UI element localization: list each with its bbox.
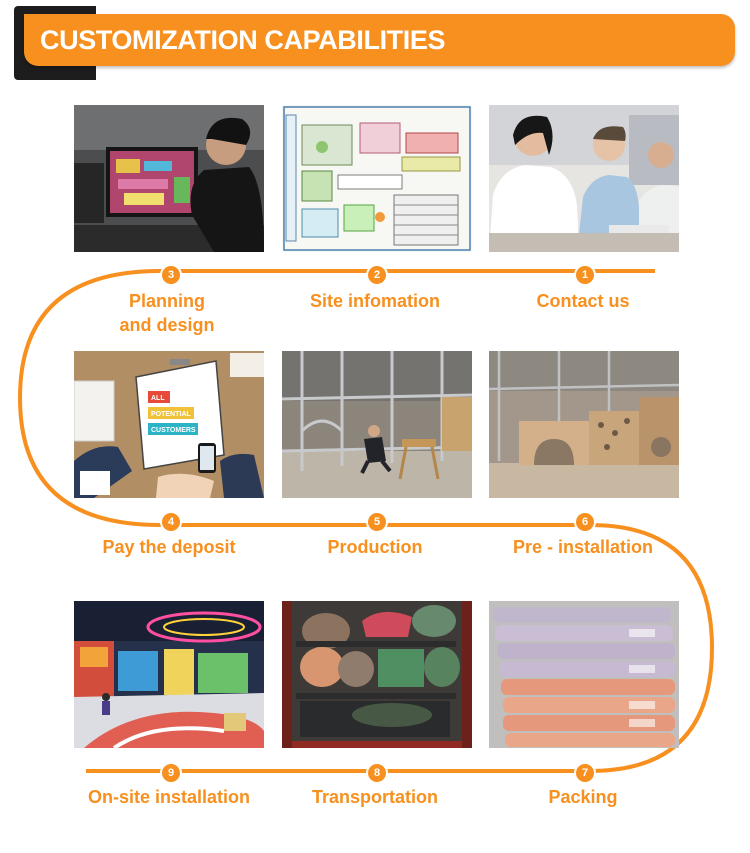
photo-customer-service-team	[489, 105, 679, 252]
step-8-number: 8	[366, 762, 388, 784]
photo-production-frame	[282, 351, 472, 498]
photo-pre-installation	[489, 351, 679, 498]
step-9-label: On-site installation	[87, 787, 251, 807]
step-2-label: Site infomation	[310, 291, 440, 311]
step-5-label: Production	[327, 537, 423, 557]
step-3-number: 3	[160, 264, 182, 286]
banner-word-customers: CUSTOMERS	[151, 427, 196, 434]
step-6-number: 6	[574, 511, 596, 533]
step-3-label: Planning and design	[119, 291, 215, 335]
photo-pay-deposit-meeting: ALL POTENTIAL CUSTOMERS	[74, 351, 264, 498]
step-9-number: 9	[160, 762, 182, 784]
step-8-label: Transportation	[311, 787, 438, 807]
step-7-label: Packing	[548, 787, 618, 807]
photo-site-floor-plan	[282, 105, 472, 252]
step-6-label: Pre - installation	[512, 537, 654, 557]
step-1-label: Contact us	[536, 291, 630, 311]
photo-designer-at-computer	[74, 105, 264, 252]
photo-on-site-playground	[74, 601, 264, 748]
page-title: CUSTOMIZATION CAPABILITIES	[40, 25, 446, 55]
step-7-number: 7	[574, 762, 596, 784]
photo-packing-stack	[489, 601, 679, 748]
step-2-number: 2	[366, 264, 388, 286]
banner-word-all: ALL	[151, 395, 165, 402]
step-4-number: 4	[160, 511, 182, 533]
step-5-number: 5	[366, 511, 388, 533]
photo-transportation-container	[282, 601, 472, 748]
header-banner: CUSTOMIZATION CAPABILITIES	[24, 14, 735, 66]
step-1-number: 1	[574, 264, 596, 286]
step-4-label: Pay the deposit	[102, 537, 236, 557]
banner-word-potential: POTENTIAL	[151, 411, 191, 418]
